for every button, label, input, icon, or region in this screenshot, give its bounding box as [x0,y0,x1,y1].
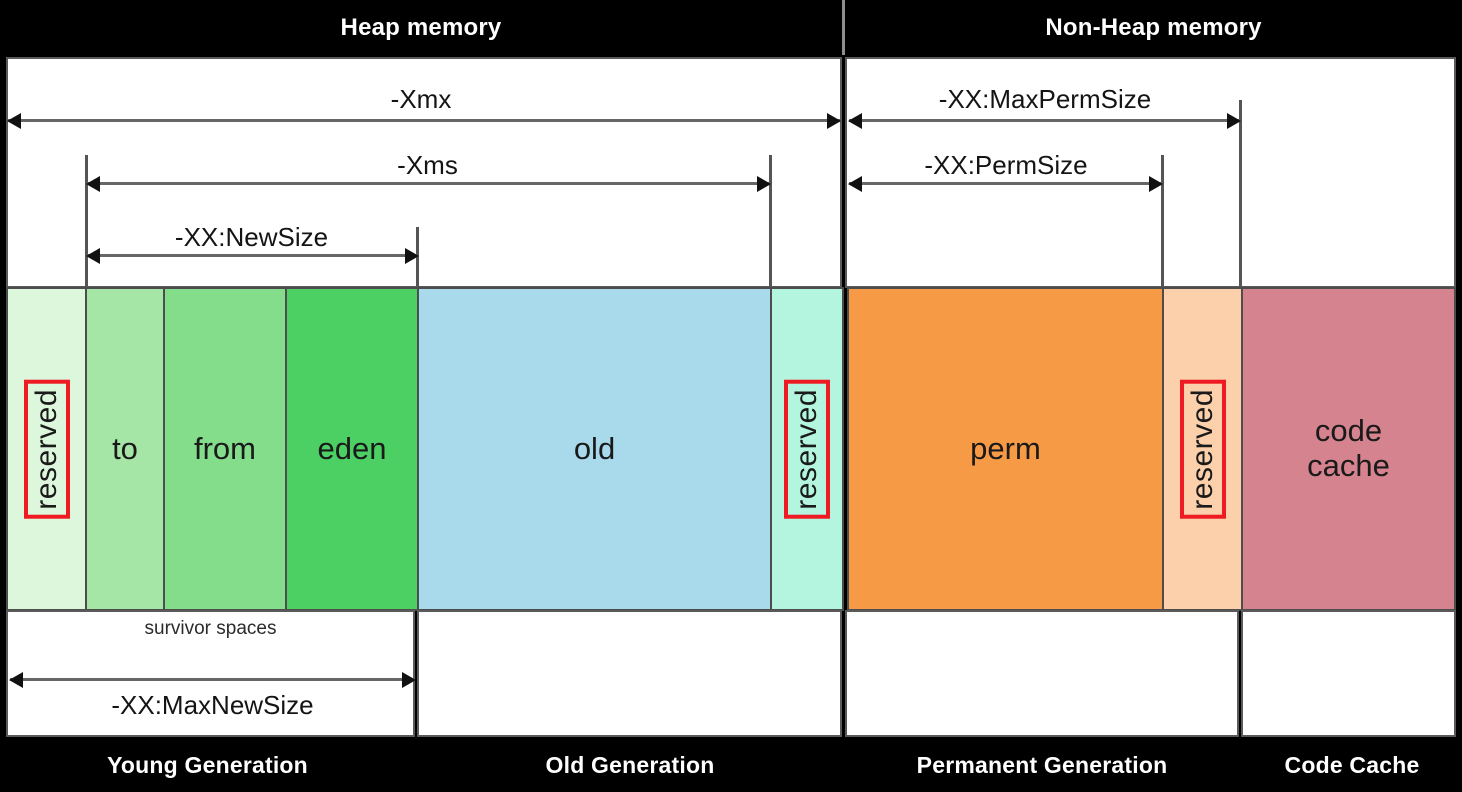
code-cache-line-2: cache [1307,448,1390,483]
header-heap-memory: Heap memory [0,0,842,55]
old-gen-bottom-panel [417,610,842,737]
tick-permsize-end [1161,155,1164,288]
tick-xms-end [769,155,772,288]
memory-block-row: reserved to from eden old reserved perm … [6,287,1456,611]
block-label-from: from [194,430,256,466]
block-label-old: old [573,430,616,466]
perm-gen-bottom-panel [845,610,1239,737]
block-perm-reserved[interactable]: reserved [1162,287,1243,611]
block-heap-reserved-low[interactable]: reserved [6,287,87,611]
block-label-to: to [112,430,138,466]
annotation-label-xms: -Xms [397,150,458,180]
footer-code-cache: Code Cache [1242,738,1462,792]
annotation-label-xmx: -Xmx [390,84,452,114]
code-cache-line-1: code [1314,413,1383,449]
block-label-eden: eden [317,430,387,466]
footer-young-generation: Young Generation [0,738,415,792]
annotation-label-newsize: -XX:NewSize [174,222,329,252]
block-to[interactable]: to [85,287,165,611]
block-from[interactable]: from [163,287,287,611]
block-code-cache[interactable]: code cache [1241,287,1456,611]
tick-xms-start [85,155,88,288]
block-perm[interactable]: perm [847,287,1164,611]
reserved-label: reserved [23,379,70,519]
code-cache-bottom-panel [1241,610,1456,737]
nonheap-annotation-panel [845,57,1456,288]
reserved-label: reserved [784,379,830,519]
footer-old-generation: Old Generation [418,738,842,792]
annotation-label-maxpermsize: -XX:MaxPermSize [938,84,1152,114]
annotation-arrow-xmx [8,119,840,122]
annotation-label-maxnewsize: -XX:MaxNewSize [111,690,314,720]
annotation-arrow-newsize [87,254,418,257]
header-divider [842,0,845,55]
annotation-arrow-xms [87,182,770,185]
header-non-heap-memory: Non-Heap memory [845,0,1462,55]
annotation-label-survivor-spaces: survivor spaces [144,618,277,639]
reserved-label: reserved [1179,379,1226,519]
young-gen-annotation-panel [6,610,415,737]
annotation-arrow-maxpermsize [849,119,1240,122]
annotation-arrow-maxnewsize [10,678,415,681]
block-old[interactable]: old [417,287,772,611]
annotation-label-permsize: -XX:PermSize [924,150,1088,180]
block-heap-reserved-high[interactable]: reserved [770,287,844,611]
block-label-perm: perm [970,430,1041,466]
annotation-arrow-permsize [849,182,1162,185]
tick-maxpermsize-end [1239,100,1242,288]
footer-permanent-generation: Permanent Generation [845,738,1239,792]
block-eden[interactable]: eden [285,287,419,611]
heap-annotation-panel [6,57,842,288]
block-label-code-cache: code cache [1307,413,1390,483]
